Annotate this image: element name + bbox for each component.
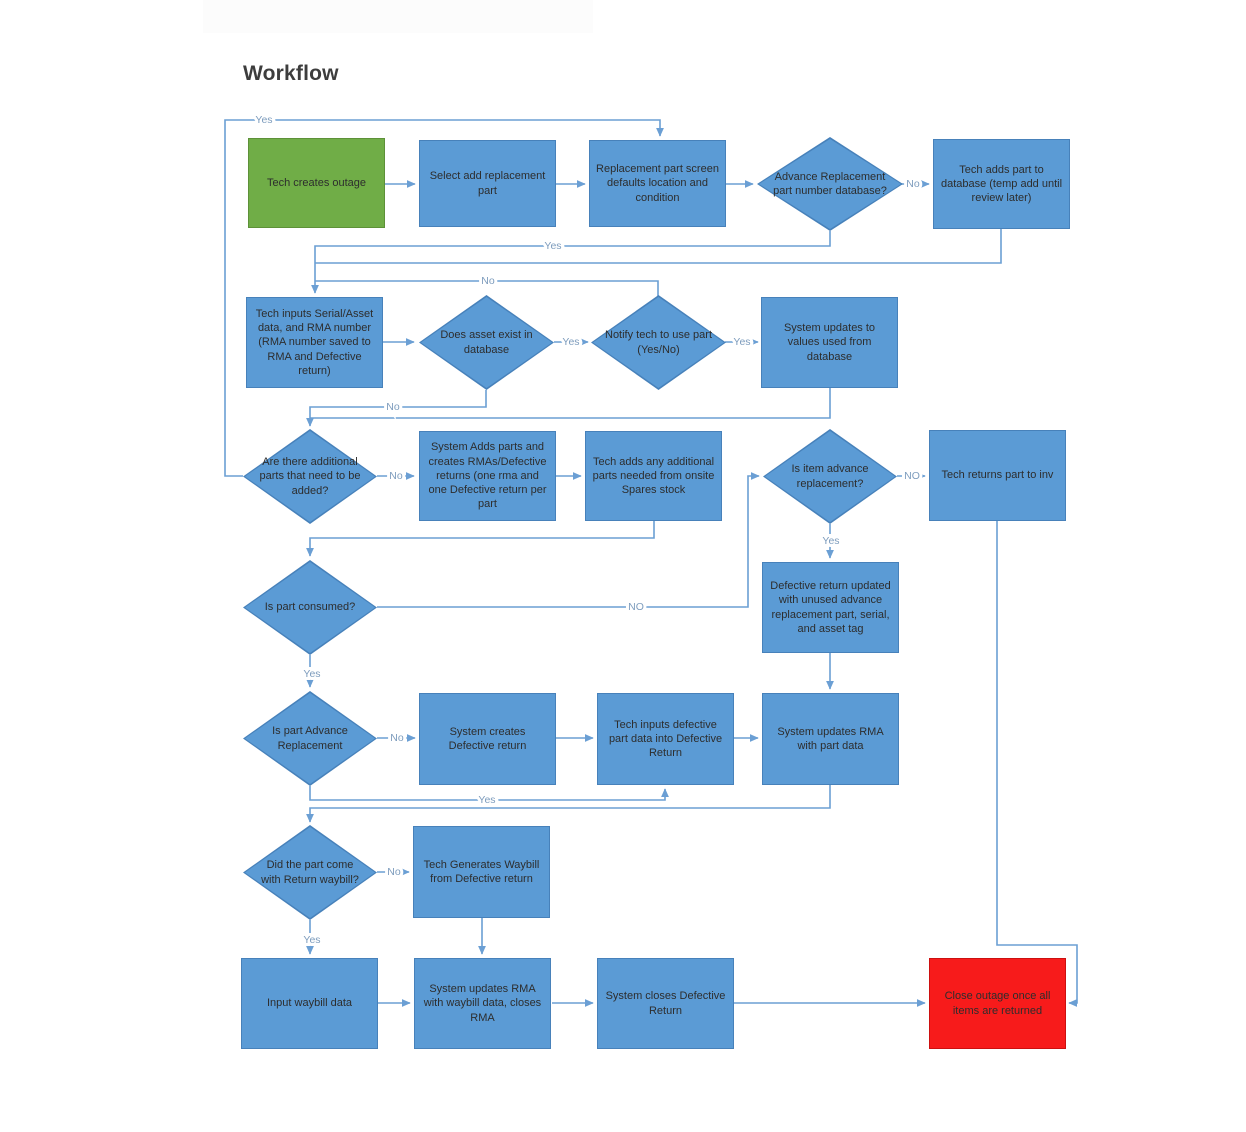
node-system-adds-parts-creates-rmas: System Adds parts and creates RMAs/Defec… [419,431,556,521]
node-is-item-advance-replacement: Is item advance replacement? [763,429,897,524]
node-select-add-replacement-part: Select add replacement part [419,140,556,227]
node-label: Tech adds any additional parts needed fr… [592,455,715,497]
node-tech-creates-outage: Tech creates outage [248,138,385,228]
node-system-updates-rma-with-part-data: System updates RMA with part data [762,693,899,785]
node-did-part-come-with-return-waybill: Did the part come with Return waybill? [243,825,377,920]
connector-label: No [389,470,403,482]
connector-line [311,231,831,294]
node-is-part-consumed: Is part consumed? [243,560,377,655]
connector-label: No [481,275,495,287]
node-label: Advance Replacement part number database… [773,170,887,197]
connector-line [315,280,659,299]
node-label: Tech inputs defective part data into Def… [608,718,723,760]
node-label: Tech inputs Serial/Asset data, and RMA n… [255,307,374,377]
node-label: Tech creates outage [266,176,367,189]
node-label: Replacement part screen defaults locatio… [596,163,719,204]
connector-line [306,390,487,427]
node-label: Tech returns part to inv [941,469,1054,482]
node-label: Is part consumed? [264,601,356,614]
connector-label: Yes [303,668,320,680]
node-replacement-part-screen-defaults: Replacement part screen defaults locatio… [589,140,726,227]
connector-label: NO [628,601,644,613]
node-label: Defective return updated with unused adv… [770,579,891,635]
node-label: System closes Defective Return [605,990,726,1017]
connector-line [306,521,655,557]
node-system-creates-defective-return: System creates Defective return [419,693,556,785]
connector-label: No [387,866,401,878]
node-system-updates-to-values-used: System updates to values used from datab… [761,297,898,388]
connector-label: Yes [303,934,320,946]
node-label: Is part Advance Replacement [272,725,348,752]
node-label: Does asset exist in database [440,329,533,356]
connector-label: No [906,178,920,190]
connector-label: Yes [562,336,579,348]
node-tech-returns-part-to-inv: Tech returns part to inv [929,430,1066,521]
node-label: Are there additional parts that need to … [259,456,361,497]
connector-line [315,229,1002,264]
node-is-part-advance-replacement: Is part Advance Replacement [243,691,377,786]
node-tech-adds-additional-parts-from-spares: Tech adds any additional parts needed fr… [585,431,722,521]
connector-label: Yes [544,240,561,252]
connector-label: NO [904,470,920,482]
connector-line [306,785,831,823]
connector-line [377,472,760,608]
connector-line [996,521,1078,1007]
top-placeholder-bar [203,0,593,33]
node-system-closes-defective-return: System closes Defective Return [597,958,734,1049]
page-title: Workflow [243,62,339,85]
node-label: Select add replacement part [429,170,546,197]
node-label: System updates RMA with part data [777,725,884,752]
node-label: Notify tech to use part (Yes/No) [605,329,712,356]
connector-line [309,786,669,801]
node-label: System updates to values used from datab… [783,322,876,363]
node-label: System updates RMA with waybill data, cl… [423,983,542,1024]
connector-label: No [390,732,404,744]
connector-label: Yes [733,336,750,348]
node-label: Close outage once all items are returned [944,990,1051,1017]
node-label: Tech adds part to database (temp add unt… [940,163,1063,205]
node-advance-replacement-part-number-database: Advance Replacement part number database… [757,137,903,231]
node-label: Did the part come with Return waybill? [261,859,359,886]
node-tech-generates-waybill: Tech Generates Waybill from Defective re… [413,826,550,918]
connector-label: Yes [255,114,272,126]
node-label: Is item advance replacement? [791,463,869,490]
connector-label: No [386,401,400,413]
connector-line [310,388,831,419]
node-are-there-additional-parts: Are there additional parts that need to … [243,429,377,524]
node-label: System creates Defective return [448,725,527,752]
connector-line [224,119,664,477]
node-label: System Adds parts and creates RMAs/Defec… [428,441,547,511]
node-close-outage: Close outage once all items are returned [929,958,1066,1049]
node-notify-tech-to-use-part: Notify tech to use part (Yes/No) [591,295,726,390]
node-input-waybill-data: Input waybill data [241,958,378,1049]
node-defective-return-updated-unused: Defective return updated with unused adv… [762,562,899,653]
node-does-asset-exist-in-database: Does asset exist in database [419,295,554,390]
node-tech-inputs-serial-asset-data: Tech inputs Serial/Asset data, and RMA n… [246,297,383,388]
connector-label: Yes [478,794,495,806]
node-system-updates-rma-with-waybill-data: System updates RMA with waybill data, cl… [414,958,551,1049]
node-tech-inputs-defective-part-data: Tech inputs defective part data into Def… [597,693,734,785]
connector-label: Yes [822,535,839,547]
node-label: Tech Generates Waybill from Defective re… [423,858,540,885]
node-tech-adds-part-to-database: Tech adds part to database (temp add unt… [933,139,1070,229]
node-label: Input waybill data [267,997,352,1010]
